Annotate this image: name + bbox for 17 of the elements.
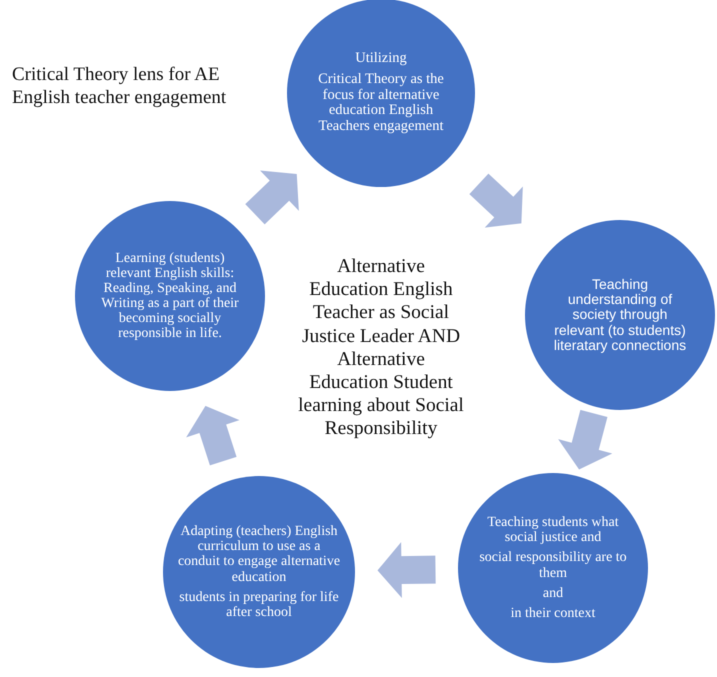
circle-text: Teaching students what social justice and [486,515,620,546]
arrow [186,406,240,466]
arrow [469,174,523,228]
arrow [378,542,436,598]
circle-text: students in preparing for life after school [178,590,340,620]
circle-text: Teaching understanding of society through relevant (to students) literatary connections [552,277,688,353]
circle-text: in their context [510,606,596,621]
center-text: Alternative Education English Teacher as Social Justice Leader AND Alternative Education Student learning about Social Responsibility [297,255,465,441]
circle-text: Utilizing [355,51,407,68]
circle-text: and [542,586,564,601]
arrow [245,170,299,224]
arrow [558,410,612,470]
circle-text: Learning (students) relevant English skills: Reading, Speaking, and Writing as a part of their becoming socially responsible in life. [100,250,240,342]
diagram-title: Critical Theory lens for AE English teacher engagement [12,64,228,110]
circle-text: Adapting (teachers) English curriculum to use as a conduit to engage alternative education [177,524,341,585]
circle-text: social responsibility are to them [478,550,628,581]
circle-text: Critical Theory as the focus for alternative education English Teachers engagement [317,72,445,135]
